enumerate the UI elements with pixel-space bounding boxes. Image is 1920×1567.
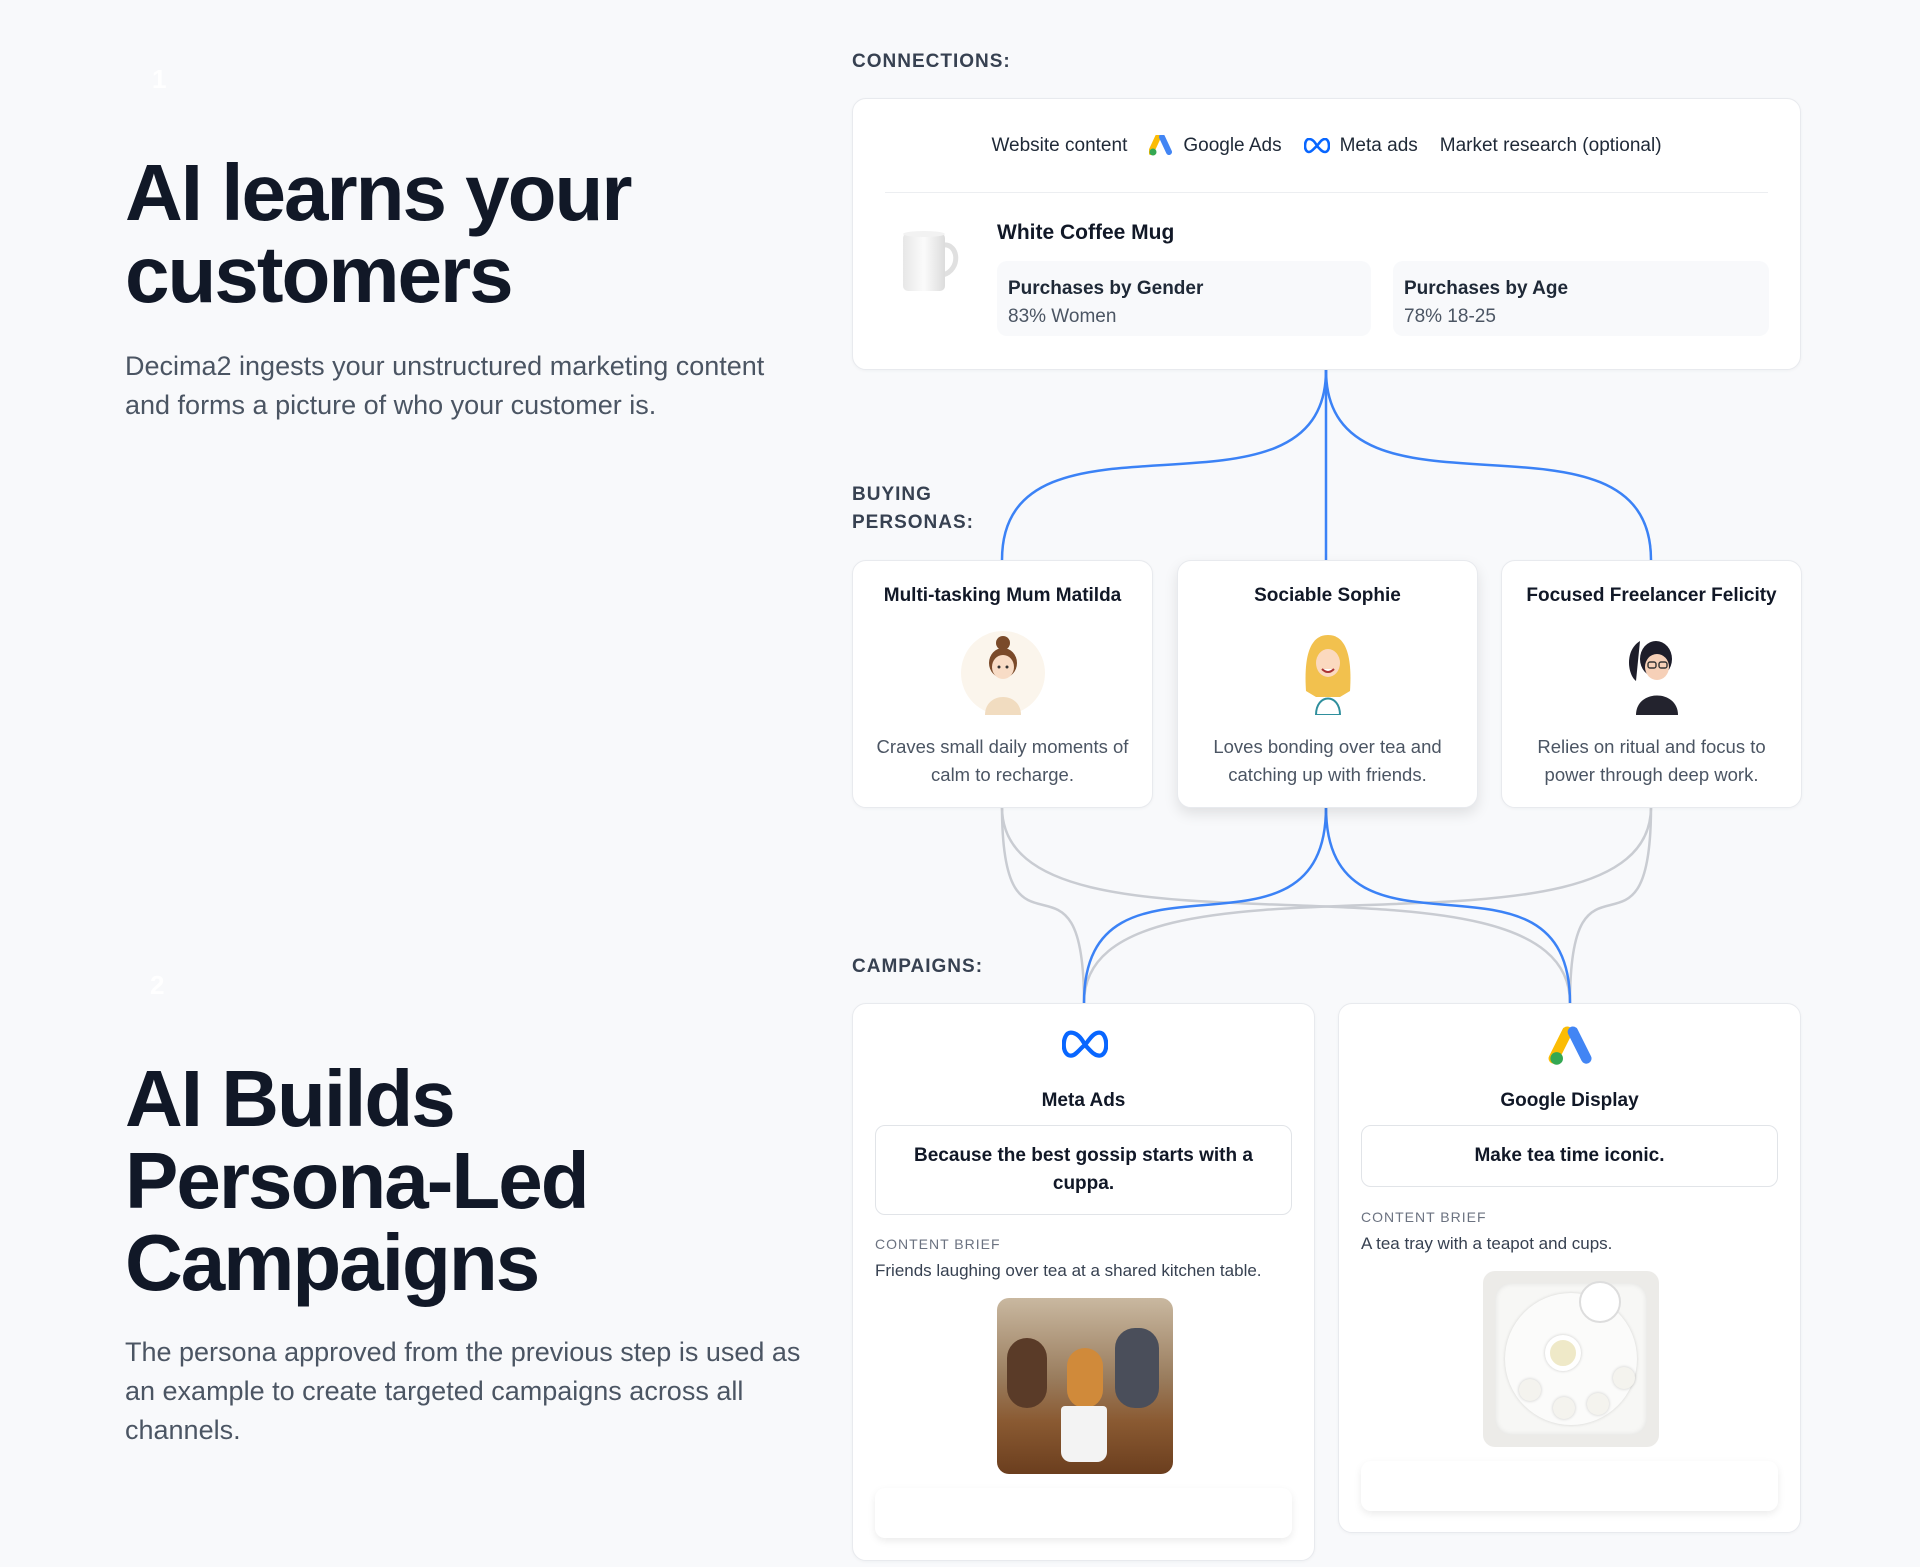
source-website: Website content — [991, 135, 1127, 157]
connector-selected-persona-to-campaign — [1082, 806, 1328, 1004]
content-brief-text: A tea tray with a teapot and cups. — [1361, 1234, 1613, 1253]
campaign-card-meta[interactable]: Meta Ads Because the best gossip starts … — [852, 1003, 1315, 1561]
stat-value: 78% 18-25 — [1404, 306, 1496, 327]
source-label: Market research (optional) — [1439, 135, 1662, 156]
connector-persona-to-campaign — [1568, 806, 1653, 1004]
source-market-research: Market research (optional) — [1440, 135, 1662, 157]
step-number-2: 2 — [150, 970, 165, 1000]
section-2-title: AI Builds Persona-Led Campaigns — [125, 1054, 590, 1307]
campaign-channel: Google Display — [1500, 1090, 1639, 1111]
connector-selected-persona-to-campaign — [1324, 806, 1572, 1004]
campaign-image-friends-tea — [997, 1298, 1173, 1474]
divider — [885, 192, 1768, 193]
meta-icon — [1062, 1030, 1108, 1058]
campaign-card-google[interactable]: Google Display Make tea time iconic. CON… — [1338, 1003, 1801, 1533]
content-brief-text: Friends laughing over tea at a shared ki… — [875, 1261, 1262, 1280]
campaign-image-tea-tray — [1483, 1271, 1659, 1447]
connections-card: Website content Google Ads Meta ads Mark… — [852, 98, 1801, 370]
section-2-description: The persona approved from the previous s… — [125, 1337, 801, 1445]
connections-label: CONNECTIONS: — [852, 51, 1011, 72]
persona-card-sophie[interactable]: Sociable Sophie Loves bonding over tea a… — [1177, 560, 1478, 808]
section-1-title: AI learns your customers — [125, 148, 633, 319]
persona-name: Multi-tasking Mum Matilda — [883, 585, 1122, 606]
google-ads-icon — [1548, 1026, 1592, 1065]
persona-avatar-matilda — [960, 631, 1045, 715]
campaign-preview-placeholder — [1361, 1461, 1778, 1511]
product-name: White Coffee Mug — [997, 221, 1175, 244]
stat-gender: Purchases by Gender 83% Women — [997, 261, 1371, 336]
campaign-headline[interactable]: Because the best gossip starts with a cu… — [875, 1125, 1292, 1215]
step-number-1: 1 — [152, 64, 167, 94]
campaign-channel: Meta Ads — [1041, 1090, 1126, 1111]
stat-value: 83% Women — [1008, 306, 1117, 327]
connector-product-to-persona — [1000, 369, 1328, 561]
google-ads-icon — [1149, 135, 1173, 156]
meta-icon — [1303, 138, 1330, 154]
source-label: Meta ads — [1339, 135, 1418, 156]
buying-personas-label: BUYING PERSONAS: — [852, 484, 974, 533]
stat-title: Purchases by Gender — [1008, 278, 1204, 299]
persona-avatar-sophie — [1305, 635, 1350, 715]
persona-description: Relies on ritual and focus to power thro… — [1537, 736, 1766, 785]
campaign-headline[interactable]: Make tea time iconic. — [1361, 1125, 1778, 1187]
persona-name: Sociable Sophie — [1254, 585, 1401, 606]
persona-card-felicity[interactable]: Focused Freelancer Felicity Relies on ri… — [1501, 560, 1802, 808]
stat-title: Purchases by Age — [1404, 278, 1569, 299]
connection-sources: Website content Google Ads Meta ads Mark… — [853, 135, 1800, 157]
connector-product-to-persona — [1324, 369, 1653, 561]
connector-persona-to-campaign — [1082, 806, 1653, 1004]
connector-persona-to-campaign — [1000, 806, 1572, 1004]
content-brief-label: CONTENT BRIEF — [875, 1236, 1001, 1252]
content-brief-label: CONTENT BRIEF — [1361, 1209, 1487, 1225]
stat-age: Purchases by Age 78% 18-25 — [1393, 261, 1769, 336]
section-1-description: Decima2 ingests your unstructured market… — [125, 351, 765, 420]
source-label: Google Ads — [1183, 135, 1282, 156]
persona-description: Craves small daily moments of calm to re… — [876, 736, 1129, 785]
campaign-preview-placeholder — [875, 1488, 1292, 1538]
source-label: Website content — [991, 135, 1128, 156]
source-meta: Meta ads — [1303, 135, 1418, 157]
persona-name: Focused Freelancer Felicity — [1526, 585, 1777, 606]
persona-description: Loves bonding over tea and catching up w… — [1213, 736, 1442, 785]
connector-persona-to-campaign — [1000, 806, 1086, 1004]
persona-avatar-felicity — [1628, 641, 1678, 715]
source-google-ads: Google Ads — [1149, 135, 1282, 157]
campaigns-label: CAMPAIGNS: — [852, 956, 984, 977]
mug-image — [903, 231, 959, 291]
persona-card-matilda[interactable]: Multi-tasking Mum Matilda Craves small d… — [852, 560, 1153, 808]
